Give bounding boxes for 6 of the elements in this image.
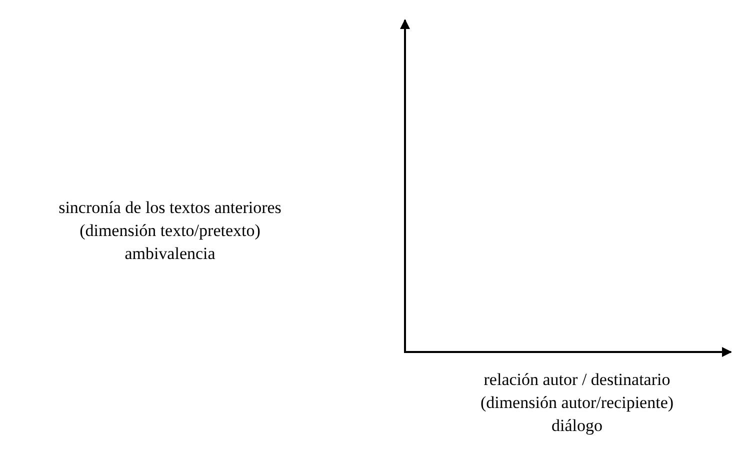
axis-label: diálogo [552,416,602,435]
axis-label: relación autor / destinatario [484,370,670,389]
axis-label: ambivalencia [124,244,216,263]
axis-label: (dimensión autor/recipiente) [480,393,674,412]
axis-label: sincronía de los textos anteriores [58,198,282,217]
axis-label: (dimensión texto/pretexto) [80,221,260,240]
